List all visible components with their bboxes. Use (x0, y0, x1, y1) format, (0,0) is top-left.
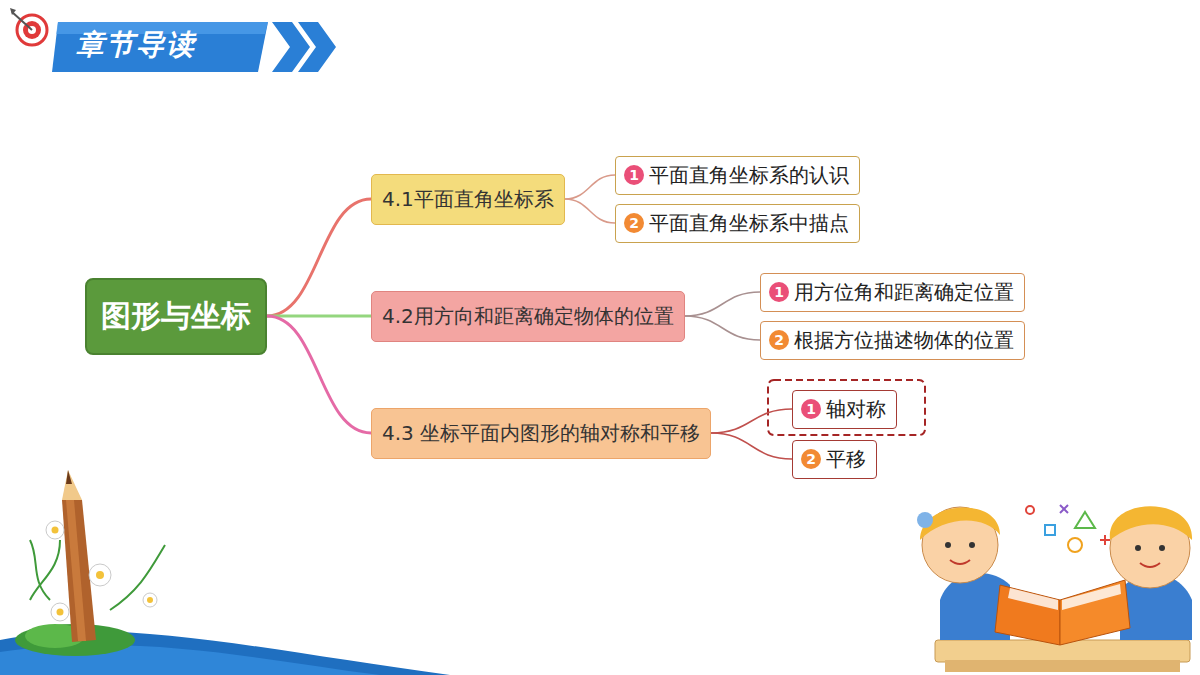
connector (565, 175, 615, 199)
connector (711, 409, 792, 433)
node-label: 图形与坐标 (101, 296, 251, 337)
connector (267, 316, 371, 433)
callout-number: 1 (624, 165, 644, 185)
subtopic-box: 2根据方位描述物体的位置 (760, 321, 1025, 360)
node-label: 用方位角和距离确定位置 (794, 279, 1014, 306)
root-topic: 图形与坐标 (85, 278, 267, 355)
callout-number: 2 (801, 449, 821, 469)
callout-number: 1 (769, 282, 789, 302)
callout-number: 1 (801, 399, 821, 419)
node-label: 4.2用方向和距离确定物体的位置 (382, 303, 674, 330)
subtopic-box: 2平移 (792, 440, 877, 479)
connector (267, 315, 371, 318)
callout-number: 2 (769, 330, 789, 350)
node-label: 平面直角坐标系的认识 (649, 162, 849, 189)
section-box: 4.2用方向和距离确定物体的位置 (371, 291, 685, 342)
section-box: 4.3 坐标平面内图形的轴对称和平移 (371, 408, 711, 459)
node-label: 平移 (826, 446, 866, 473)
connector (685, 292, 760, 316)
subtopic-box: 1用方位角和距离确定位置 (760, 273, 1025, 312)
connector (267, 199, 371, 316)
node-label: 轴对称 (826, 396, 886, 423)
section-box: 4.1平面直角坐标系 (371, 174, 565, 225)
pencil-illustration (0, 470, 450, 675)
page-title: 章节导读 (76, 26, 196, 64)
children-reading-illustration (917, 505, 1192, 672)
subtopic-box: 1轴对称 (792, 390, 897, 429)
node-label: 4.3 坐标平面内图形的轴对称和平移 (382, 420, 700, 447)
connector (565, 199, 615, 223)
node-label: 根据方位描述物体的位置 (794, 327, 1014, 354)
subtopic-box: 2平面直角坐标系中描点 (615, 204, 860, 243)
connector (711, 433, 792, 459)
connector (685, 316, 760, 340)
target-icon (10, 8, 47, 45)
callout-number: 2 (624, 213, 644, 233)
node-label: 平面直角坐标系中描点 (649, 210, 849, 237)
header-banner (52, 22, 336, 72)
highlight-frame (768, 380, 925, 435)
subtopic-box: 1平面直角坐标系的认识 (615, 156, 860, 195)
node-label: 4.1平面直角坐标系 (382, 186, 554, 213)
